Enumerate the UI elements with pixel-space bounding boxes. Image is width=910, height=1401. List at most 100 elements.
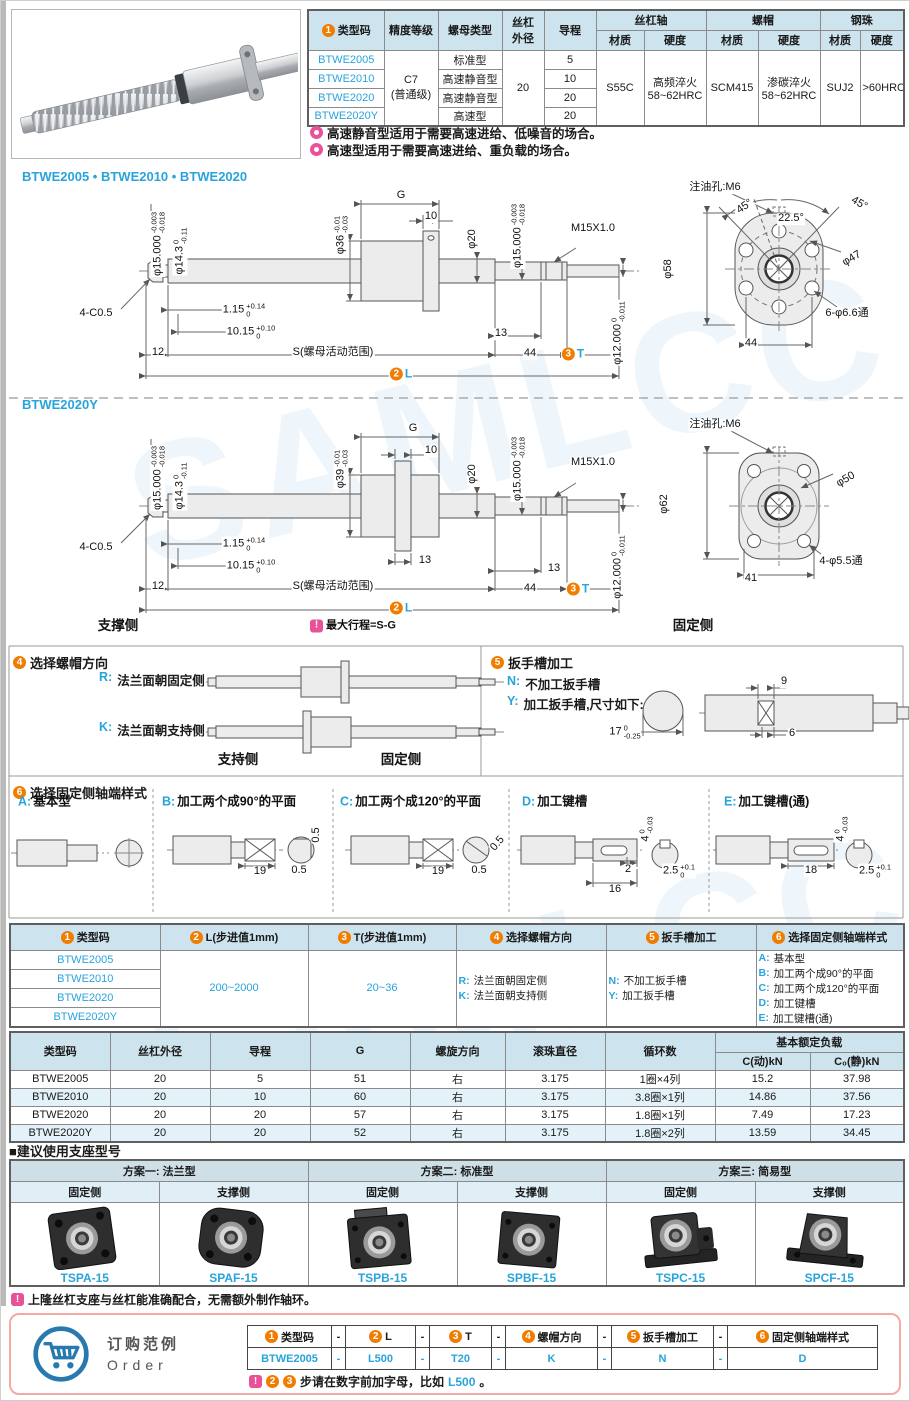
model-code-link[interactable]: BTWE2005 [9, 949, 161, 970]
note-bullet-icon [310, 126, 323, 139]
support-code-link[interactable]: SPCF-15 [804, 1271, 854, 1285]
model-code-link[interactable]: BTWE2020 [307, 87, 385, 108]
dim-label: 4-φ5.5通 [818, 555, 864, 568]
model-code-link[interactable]: BTWE2020Y [307, 106, 385, 127]
step6-badge: 6 [13, 786, 26, 799]
dim-label: 10 [423, 444, 439, 457]
dim-label: 19 [252, 865, 268, 878]
dim-label: 44 [743, 337, 759, 350]
step5-badge: 5 [491, 656, 504, 669]
dim-label: 41 [743, 572, 759, 585]
dim-label: φ58 [662, 258, 675, 280]
note-highspeed-type: 高速型适用于需要高速进给、重负载的场合。 [310, 140, 577, 159]
order-value-l: L500 [345, 1347, 416, 1370]
end-style-b: B:加工两个成90°的平面 [162, 794, 297, 809]
end-style-d: D:加工键槽 [522, 794, 588, 809]
support-code-link[interactable]: SPAF-15 [209, 1271, 258, 1285]
support-photo-spbf15 [460, 1206, 604, 1270]
support-side-label: 支撑侧 [97, 617, 139, 633]
step1-badge: 1 [321, 23, 335, 37]
nut-dir-option-r: R:法兰面朝固定侧 [99, 670, 205, 688]
end-style-e: E:加工键槽(通) [724, 794, 810, 809]
support-code-link[interactable]: TSPA-15 [60, 1271, 109, 1285]
dim-label: 12 [150, 346, 166, 359]
t-range: 20~36 [307, 949, 457, 1027]
dim-label: 6-φ6.6通 [824, 307, 870, 320]
support-code-link[interactable]: SPBF-15 [506, 1271, 557, 1285]
dim-label: φ15.000-0.003-0.018 [509, 435, 526, 503]
dim-label: 16 [607, 883, 623, 896]
support-code-link[interactable]: TSPB-15 [357, 1271, 408, 1285]
dim-label: φ15.000-0.003-0.018 [149, 210, 166, 278]
support-photo-tspb15 [311, 1206, 455, 1270]
dim-label: G [407, 422, 419, 435]
order-label-cn: 订购范例 [107, 1336, 180, 1353]
exclamation-icon: ! [11, 1293, 24, 1306]
cart-icon [33, 1326, 89, 1382]
dim-label: 6 [787, 727, 797, 740]
drawing1-title: BTWE2005 • BTWE2010 • BTWE2020 [22, 169, 248, 185]
step2-badge: 2 [266, 1375, 279, 1388]
dim-label: 4-C0.5 [78, 307, 114, 320]
order-value-dir: K [505, 1347, 598, 1370]
length-range: 200~2000 [159, 949, 309, 1027]
supports-title: ■建议使用支座型号 [9, 1144, 121, 1159]
support-photo-tspa15 [13, 1206, 157, 1270]
fixed-side-label: 固定侧 [672, 617, 714, 633]
model-code-link[interactable]: BTWE2020Y [9, 1006, 161, 1028]
wrench-option-n: N:不加工扳手槽 [507, 674, 601, 692]
dim-label: φ15.000-0.003-0.018 [509, 202, 526, 270]
dim-label: 44 [522, 582, 538, 595]
dim-label: 支持侧 [217, 751, 259, 767]
supports-table: 方案一: 法兰型 方案二: 标准型 方案三: 简易型 固定侧支撑侧 固定侧支撑侧… [9, 1159, 906, 1287]
order-label-en: Order [107, 1357, 168, 1373]
end-style-c: C:加工两个成120°的平面 [340, 794, 482, 809]
step4-badge: 4 [13, 656, 26, 669]
dim-label: 注油孔:M6 [688, 418, 742, 431]
dim-label: 0.5 [470, 864, 488, 877]
supports-note: !上隆丝杠支座与丝杠能准确配合，无需额外制作轴环。 [11, 1291, 316, 1308]
model-code-link[interactable]: BTWE2020 [9, 987, 161, 1008]
dim-label: S(螺母活动范围) [291, 580, 375, 593]
dim-label: 注油孔:M6 [688, 181, 742, 194]
dim-label: φ20 [466, 228, 479, 250]
dim-label: 2 [623, 863, 633, 876]
nut-dir-option-k: K:法兰面朝支持侧 [99, 720, 205, 738]
support-code-link[interactable]: TSPC-15 [655, 1271, 706, 1285]
page-edge [1, 1, 6, 1306]
dim-label: S(螺母活动范围) [291, 346, 375, 359]
max-stroke-note: !最大行程=S-G [309, 619, 397, 633]
dim-label: 0.5 [290, 864, 308, 877]
dim-label: 44 [522, 347, 538, 360]
dim-label: M15X1.0 [569, 222, 617, 235]
note-quiet-type: 高速静音型适用于需要高速进给、低噪音的场合。 [310, 123, 602, 142]
exclamation-icon: ! [249, 1375, 262, 1388]
order-value-end: D [727, 1347, 878, 1370]
